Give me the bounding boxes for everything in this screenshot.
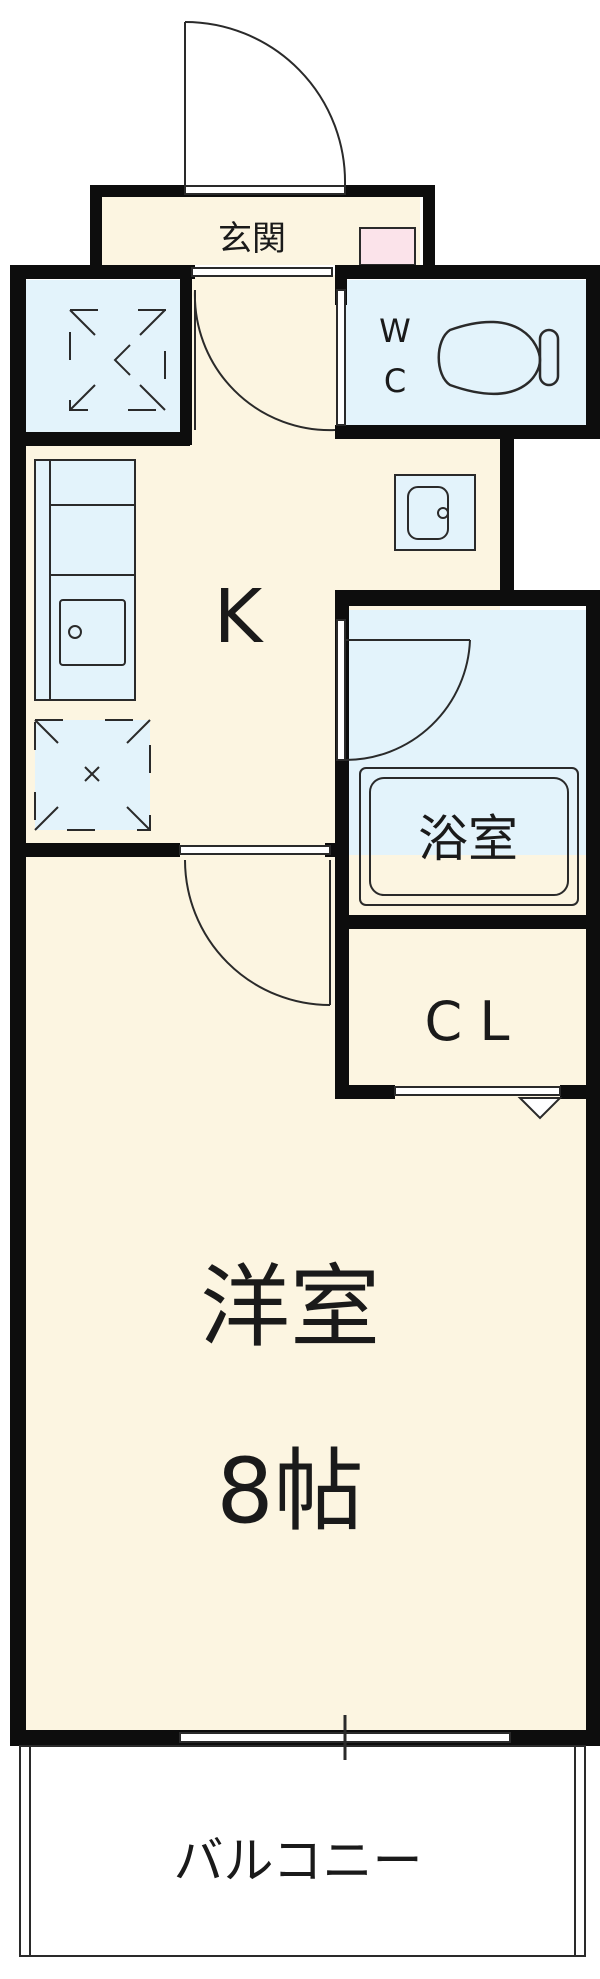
wc-label-w: W	[379, 312, 411, 350]
kitchen-label: K	[214, 574, 265, 660]
western-room-size: 8帖	[216, 1439, 363, 1544]
closet-label: C L	[425, 990, 510, 1053]
wc-door	[336, 289, 346, 426]
storage-x-box	[69, 309, 166, 411]
entrance-door	[184, 21, 347, 195]
kitchen-entry-door	[191, 267, 336, 432]
wc-floor	[345, 280, 590, 430]
bath-label: 浴室	[418, 810, 518, 868]
western-room-door	[179, 845, 331, 1006]
storage-left	[25, 280, 185, 435]
washer-pan	[34, 719, 151, 831]
washbasin	[394, 474, 476, 551]
genkan-label: 玄関	[218, 219, 286, 259]
balcony-label: バルコニー	[174, 1832, 423, 1890]
balcony	[19, 1745, 586, 1957]
kitchen-corridor-floor	[185, 275, 340, 440]
wc-label-c: C	[384, 362, 406, 400]
genkan-shoebox	[359, 227, 416, 266]
balcony-window	[179, 1715, 511, 1760]
toilet	[437, 320, 560, 395]
closet-door	[394, 1086, 563, 1120]
kitchen-counter	[34, 459, 136, 701]
western-room-lower	[25, 1090, 600, 1730]
bathtub	[359, 767, 579, 906]
western-room-label: 洋室	[200, 1255, 380, 1360]
bath-door	[336, 619, 471, 762]
